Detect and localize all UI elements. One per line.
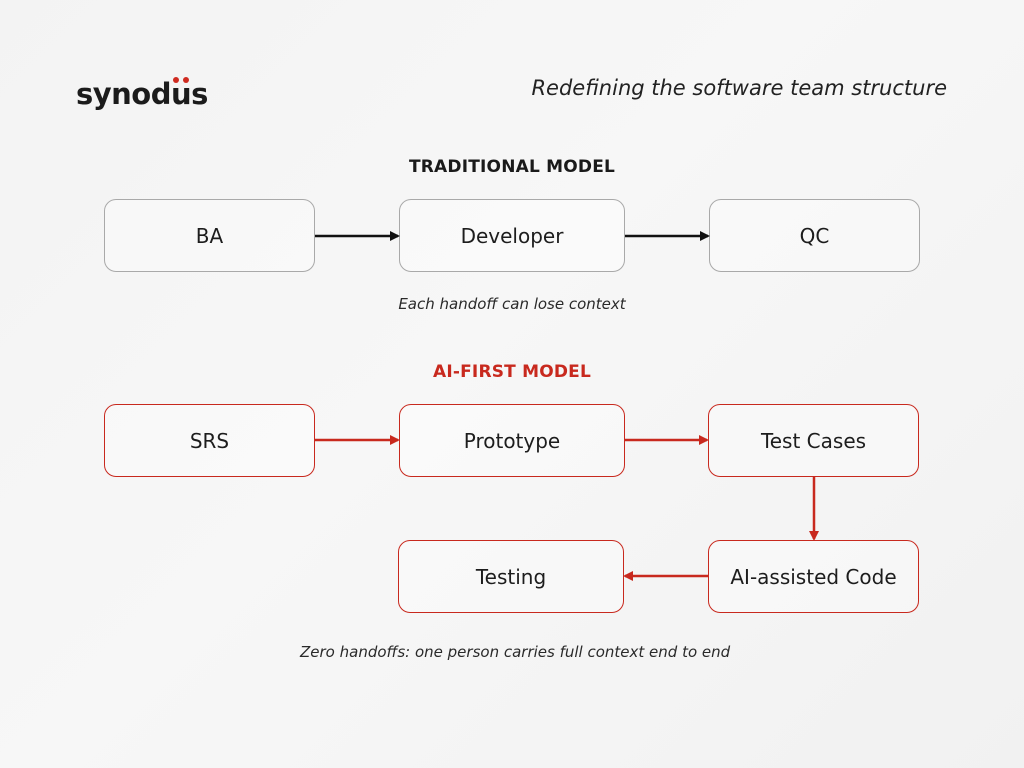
ai-step-ai-assisted-code: AI-assisted Code <box>708 540 919 613</box>
ai-step-srs: SRS <box>104 404 315 477</box>
ai-first-model-title: AI-FIRST MODEL <box>432 362 592 382</box>
traditional-step-developer: Developer <box>399 199 625 272</box>
logo-text-end: s <box>191 77 208 111</box>
ai-step-prototype: Prototype <box>399 404 625 477</box>
traditional-step-qc: QC <box>709 199 920 272</box>
logo-text-start: synod <box>76 77 172 111</box>
traditional-step-ba: BA <box>104 199 315 272</box>
traditional-caption: Each handoff can lose context <box>398 295 626 313</box>
logo-dots-icon <box>173 77 190 83</box>
ai-step-test-cases: Test Cases <box>708 404 919 477</box>
tagline: Redefining the software team structure <box>531 76 947 100</box>
ai-step-testing: Testing <box>398 540 624 613</box>
logo-letter-u: u <box>171 77 192 111</box>
traditional-model-title: TRADITIONAL MODEL <box>408 157 616 177</box>
ai-first-caption: Zero handoffs: one person carries full c… <box>300 643 731 661</box>
